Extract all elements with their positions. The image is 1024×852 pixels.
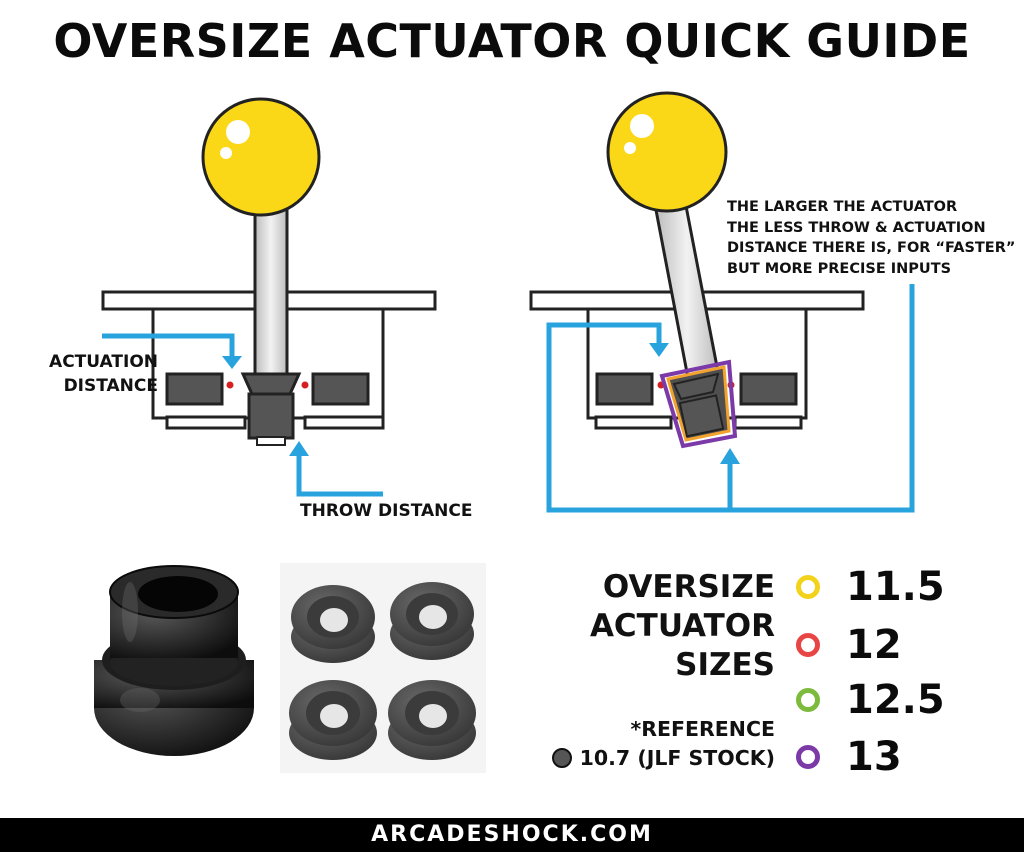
ball-top bbox=[201, 97, 321, 217]
size-ring-icon bbox=[796, 633, 820, 657]
actuation-distance-label: ACTUATION DISTANCE bbox=[49, 352, 158, 396]
sizes-title: OVERSIZE ACTUATOR SIZES bbox=[589, 569, 775, 683]
throw-distance-label: THROW DISTANCE bbox=[300, 501, 473, 521]
oversize-note: THE LARGER THE ACTUATOR THE LESS THROW &… bbox=[727, 199, 1016, 277]
size-value: 12 bbox=[846, 622, 902, 668]
size-ring-icon bbox=[796, 745, 820, 769]
size-value: 12.5 bbox=[846, 677, 945, 723]
arrows-left bbox=[102, 333, 383, 497]
actuator-photo-four bbox=[280, 563, 486, 773]
size-ring-icon bbox=[796, 688, 820, 712]
page-title: OVERSIZE ACTUATOR QUICK GUIDE bbox=[53, 14, 971, 68]
oversize-joystick bbox=[529, 91, 865, 449]
reference-note: *REFERENCE 10.7 (JLF STOCK) bbox=[520, 715, 775, 773]
standard-joystick bbox=[101, 97, 437, 446]
size-item: 12.5 bbox=[796, 677, 945, 723]
arrows-right bbox=[546, 284, 915, 513]
footer-site-url: ARCADESHOCK.COM bbox=[0, 818, 1024, 852]
size-value: 11.5 bbox=[846, 564, 945, 610]
size-value: 13 bbox=[846, 734, 902, 780]
oversize-outer-outline bbox=[659, 359, 738, 449]
reference-dot-icon bbox=[551, 748, 572, 768]
actuator-photo-large bbox=[94, 565, 254, 756]
size-item: 11.5 bbox=[796, 564, 945, 610]
size-item: 12 bbox=[796, 622, 902, 668]
size-ring-icon bbox=[796, 575, 820, 599]
oversize-actuator bbox=[659, 359, 738, 449]
size-item: 13 bbox=[796, 734, 902, 780]
